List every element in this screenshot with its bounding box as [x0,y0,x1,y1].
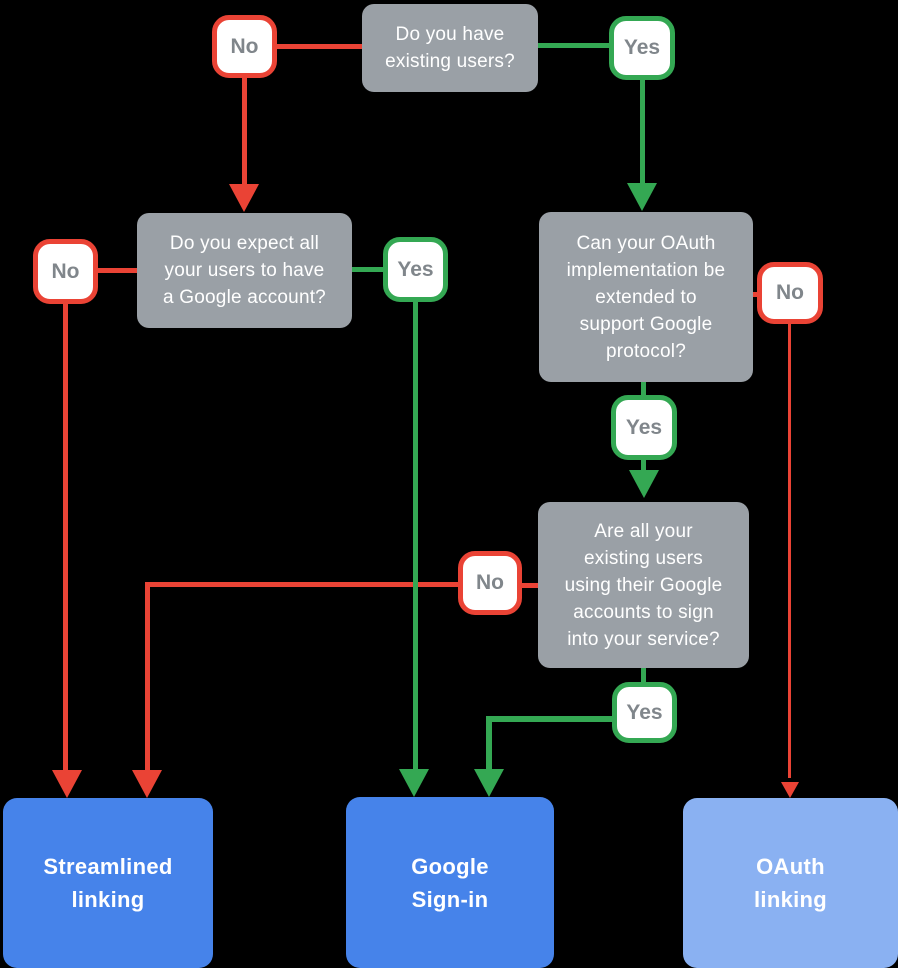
question-box-existing-users: Do you have existing users? [362,4,538,92]
edge-yes-badge6-down [641,456,646,472]
edge-yes-q1-to-badge [536,43,612,48]
answer-badge-no-oauth-extendable: No [757,262,823,324]
edge-no-q2-to-badge [95,268,141,273]
answer-badge-no-existing-users: No [212,15,277,78]
edge-no-q4-long-horizontal [145,582,460,587]
arrowhead-yes-into-google-signin-2 [474,769,504,797]
answer-badge-no-users-sign-in-with-google: No [458,551,522,615]
edge-no-badge3-down [63,301,68,770]
answer-badge-yes-users-sign-in-with-google: Yes [612,682,677,743]
edge-no-q3-to-badge [748,292,760,297]
question-box-google-account: Do you expect all your users to have a G… [137,213,352,328]
question-box-users-sign-in-with-google: Are all your existing users using their … [538,502,749,668]
edge-no-badge1-down [242,76,247,186]
arrowhead-no-into-q2 [229,184,259,212]
question-box-oauth-extendable: Can your OAuth implementation be extende… [539,212,753,382]
edge-no-badge5-down [788,315,791,778]
outcome-box-oauth-linking: OAuth linking [683,798,898,968]
edge-yes-q4-to-badge [641,664,646,684]
arrowhead-yes-into-google-signin-1 [399,769,429,797]
arrowhead-no-into-streamlined-2 [132,770,162,798]
edge-yes-badge8-down [486,716,492,770]
answer-badge-yes-oauth-extendable: Yes [611,395,677,460]
arrowhead-no-into-oauth-linking [781,782,799,798]
outcome-box-google-signin: Google Sign-in [346,797,554,968]
edge-yes-badge4-down [413,299,418,770]
arrowhead-yes-into-q3 [627,183,657,211]
answer-badge-yes-google-account: Yes [383,237,448,302]
edge-yes-badge2-down [640,77,645,185]
answer-badge-no-google-account: No [33,239,98,304]
arrowhead-yes-into-q4 [629,470,659,498]
edge-no-q1-to-badge [274,44,366,49]
edge-no-q4-down [145,582,150,770]
edge-yes-badge8-horizontal [486,716,614,722]
edge-yes-q2-to-badge [350,267,386,272]
edge-yes-q3-to-badge [641,378,646,398]
answer-badge-yes-existing-users: Yes [609,16,675,80]
outcome-box-streamlined-linking: Streamlined linking [3,798,213,968]
arrowhead-no-into-streamlined-1 [52,770,82,798]
edge-no-q4-to-badge [522,583,540,588]
